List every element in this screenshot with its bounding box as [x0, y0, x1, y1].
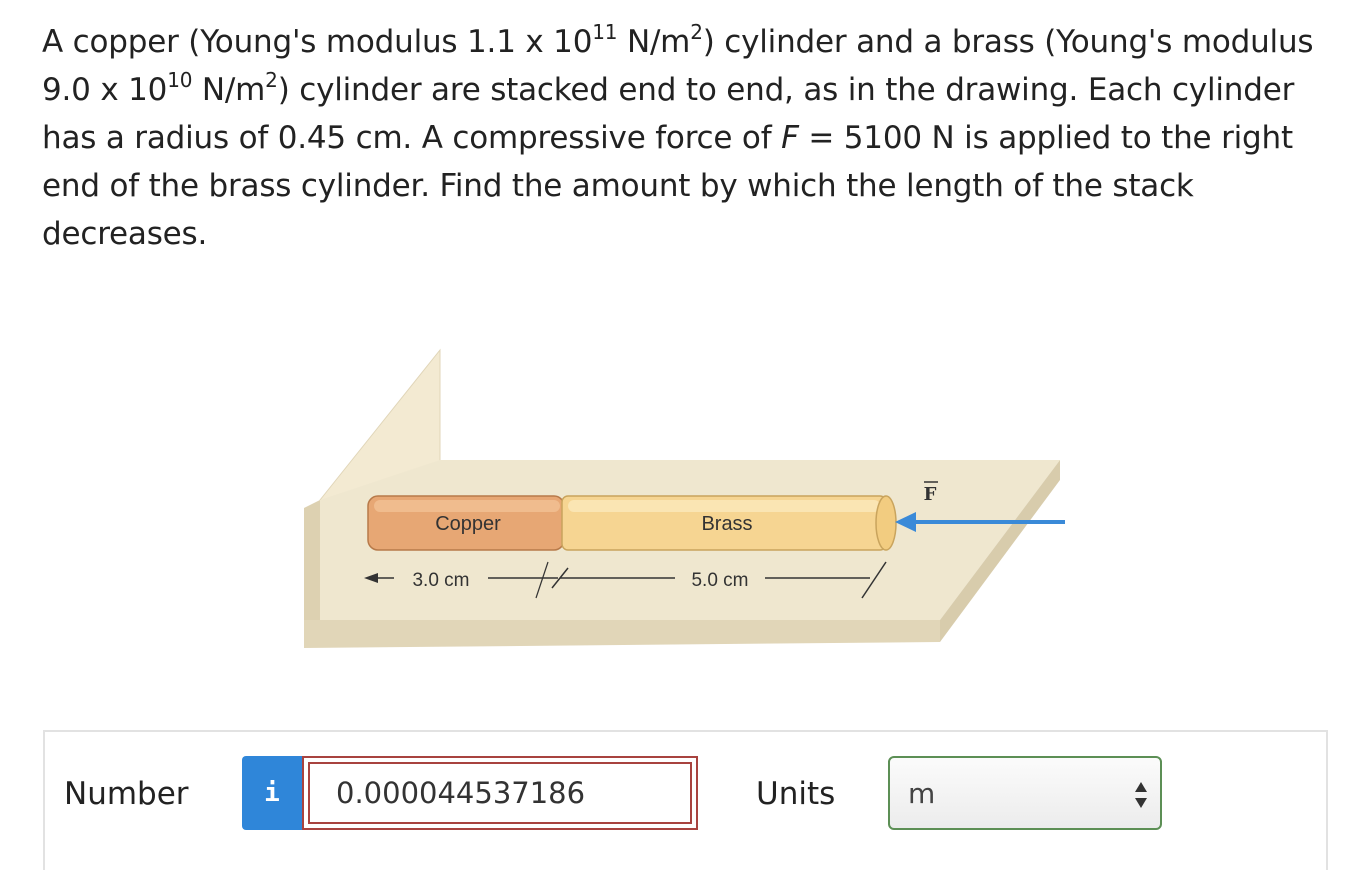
answer-panel — [43, 730, 1328, 870]
copper-end-tick — [535, 561, 549, 599]
floor-side-edge — [940, 460, 1060, 642]
info-icon[interactable]: i — [242, 756, 302, 830]
question-line-4: end of the brass cylinder. Find the amou… — [42, 168, 1194, 204]
brass-label: Brass — [701, 513, 752, 535]
question-line-5: decreases. — [42, 216, 208, 252]
copper-dimension-arrow — [364, 573, 378, 583]
number-label: Number — [64, 776, 189, 812]
question-line-3: has a radius of 0.45 cm. A compressive f… — [42, 120, 1293, 156]
wall-edge — [304, 500, 320, 648]
cylinder-diagram: Copper Brass 3.0 cm 5.0 cm F — [290, 330, 1080, 660]
number-input-value[interactable]: 0.000044537186 — [308, 762, 692, 824]
force-label: F — [924, 484, 937, 505]
select-arrows-icon — [1135, 782, 1147, 808]
number-input[interactable]: 0.000044537186 — [302, 756, 698, 830]
copper-label: Copper — [435, 513, 501, 535]
units-selected-value: m — [908, 776, 936, 810]
copper-highlight — [374, 500, 560, 512]
units-label: Units — [756, 776, 836, 812]
brass-dim-label-bg — [675, 566, 765, 590]
question-line-2: 9.0 x 1010 N/m2) cylinder are stacked en… — [42, 67, 1295, 108]
diagram-svg: Copper Brass 3.0 cm 5.0 cm F — [304, 348, 1065, 648]
brass-end-cap — [875, 495, 897, 551]
force-arrow-head — [895, 512, 916, 532]
units-select[interactable]: m — [888, 756, 1162, 830]
copper-dim-label-bg — [394, 566, 488, 590]
boundary-tick-2 — [861, 561, 887, 599]
brass-highlight — [568, 500, 880, 512]
floor-front-edge — [304, 620, 940, 648]
question-text: A copper (Young's modulus 1.1 x 1011 N/m… — [42, 18, 1332, 258]
question-line-1: A copper (Young's modulus 1.1 x 1011 N/m… — [42, 19, 1314, 60]
brass-length-label: 5.0 cm — [691, 570, 748, 591]
copper-length-label: 3.0 cm — [412, 570, 469, 591]
